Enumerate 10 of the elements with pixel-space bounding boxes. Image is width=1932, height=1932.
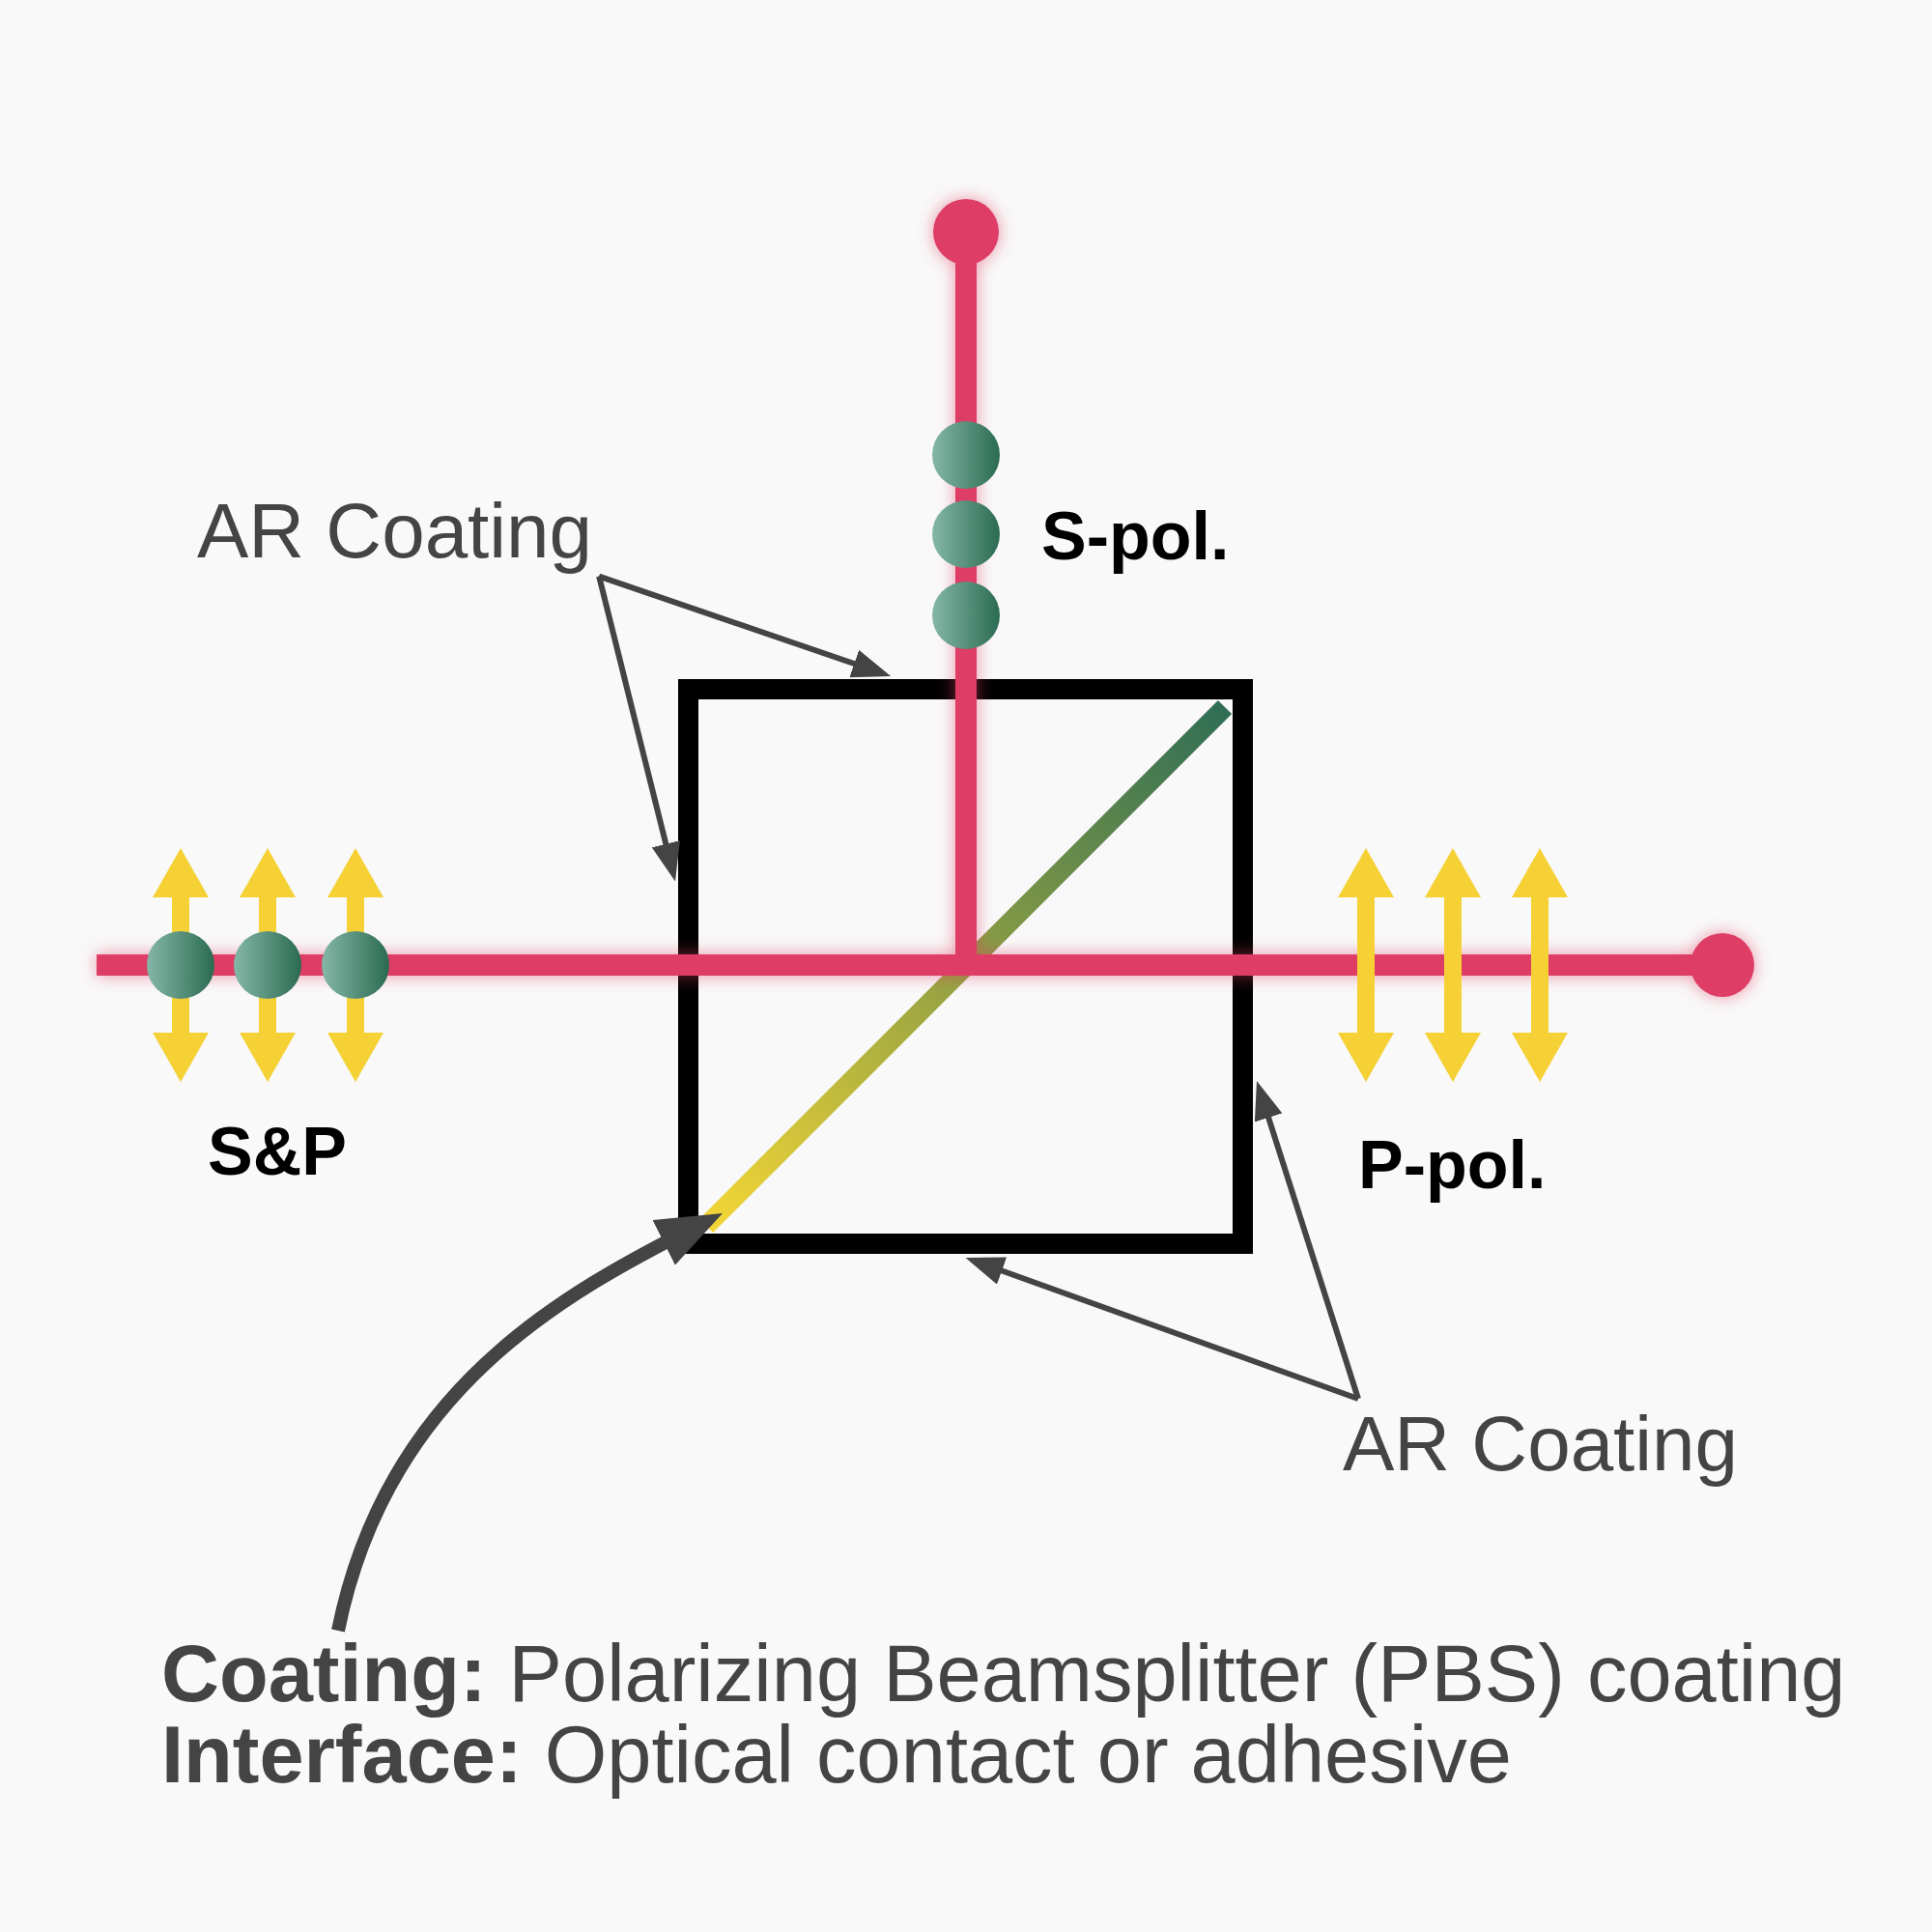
- polarization-label: S-pol.: [1041, 498, 1230, 575]
- curved-arrow: [331, 1212, 723, 1633]
- callout-text: AR Coating: [1343, 1401, 1739, 1488]
- leader-arrow: [1254, 1080, 1361, 1400]
- callout-text: AR Coating: [197, 488, 593, 575]
- leader-arrow: [596, 575, 680, 882]
- leader-arrow: [965, 1257, 1359, 1402]
- leader-arrow: [598, 573, 892, 678]
- polarization-label: P-pol.: [1358, 1127, 1547, 1204]
- polarization-label: S&P: [208, 1114, 347, 1190]
